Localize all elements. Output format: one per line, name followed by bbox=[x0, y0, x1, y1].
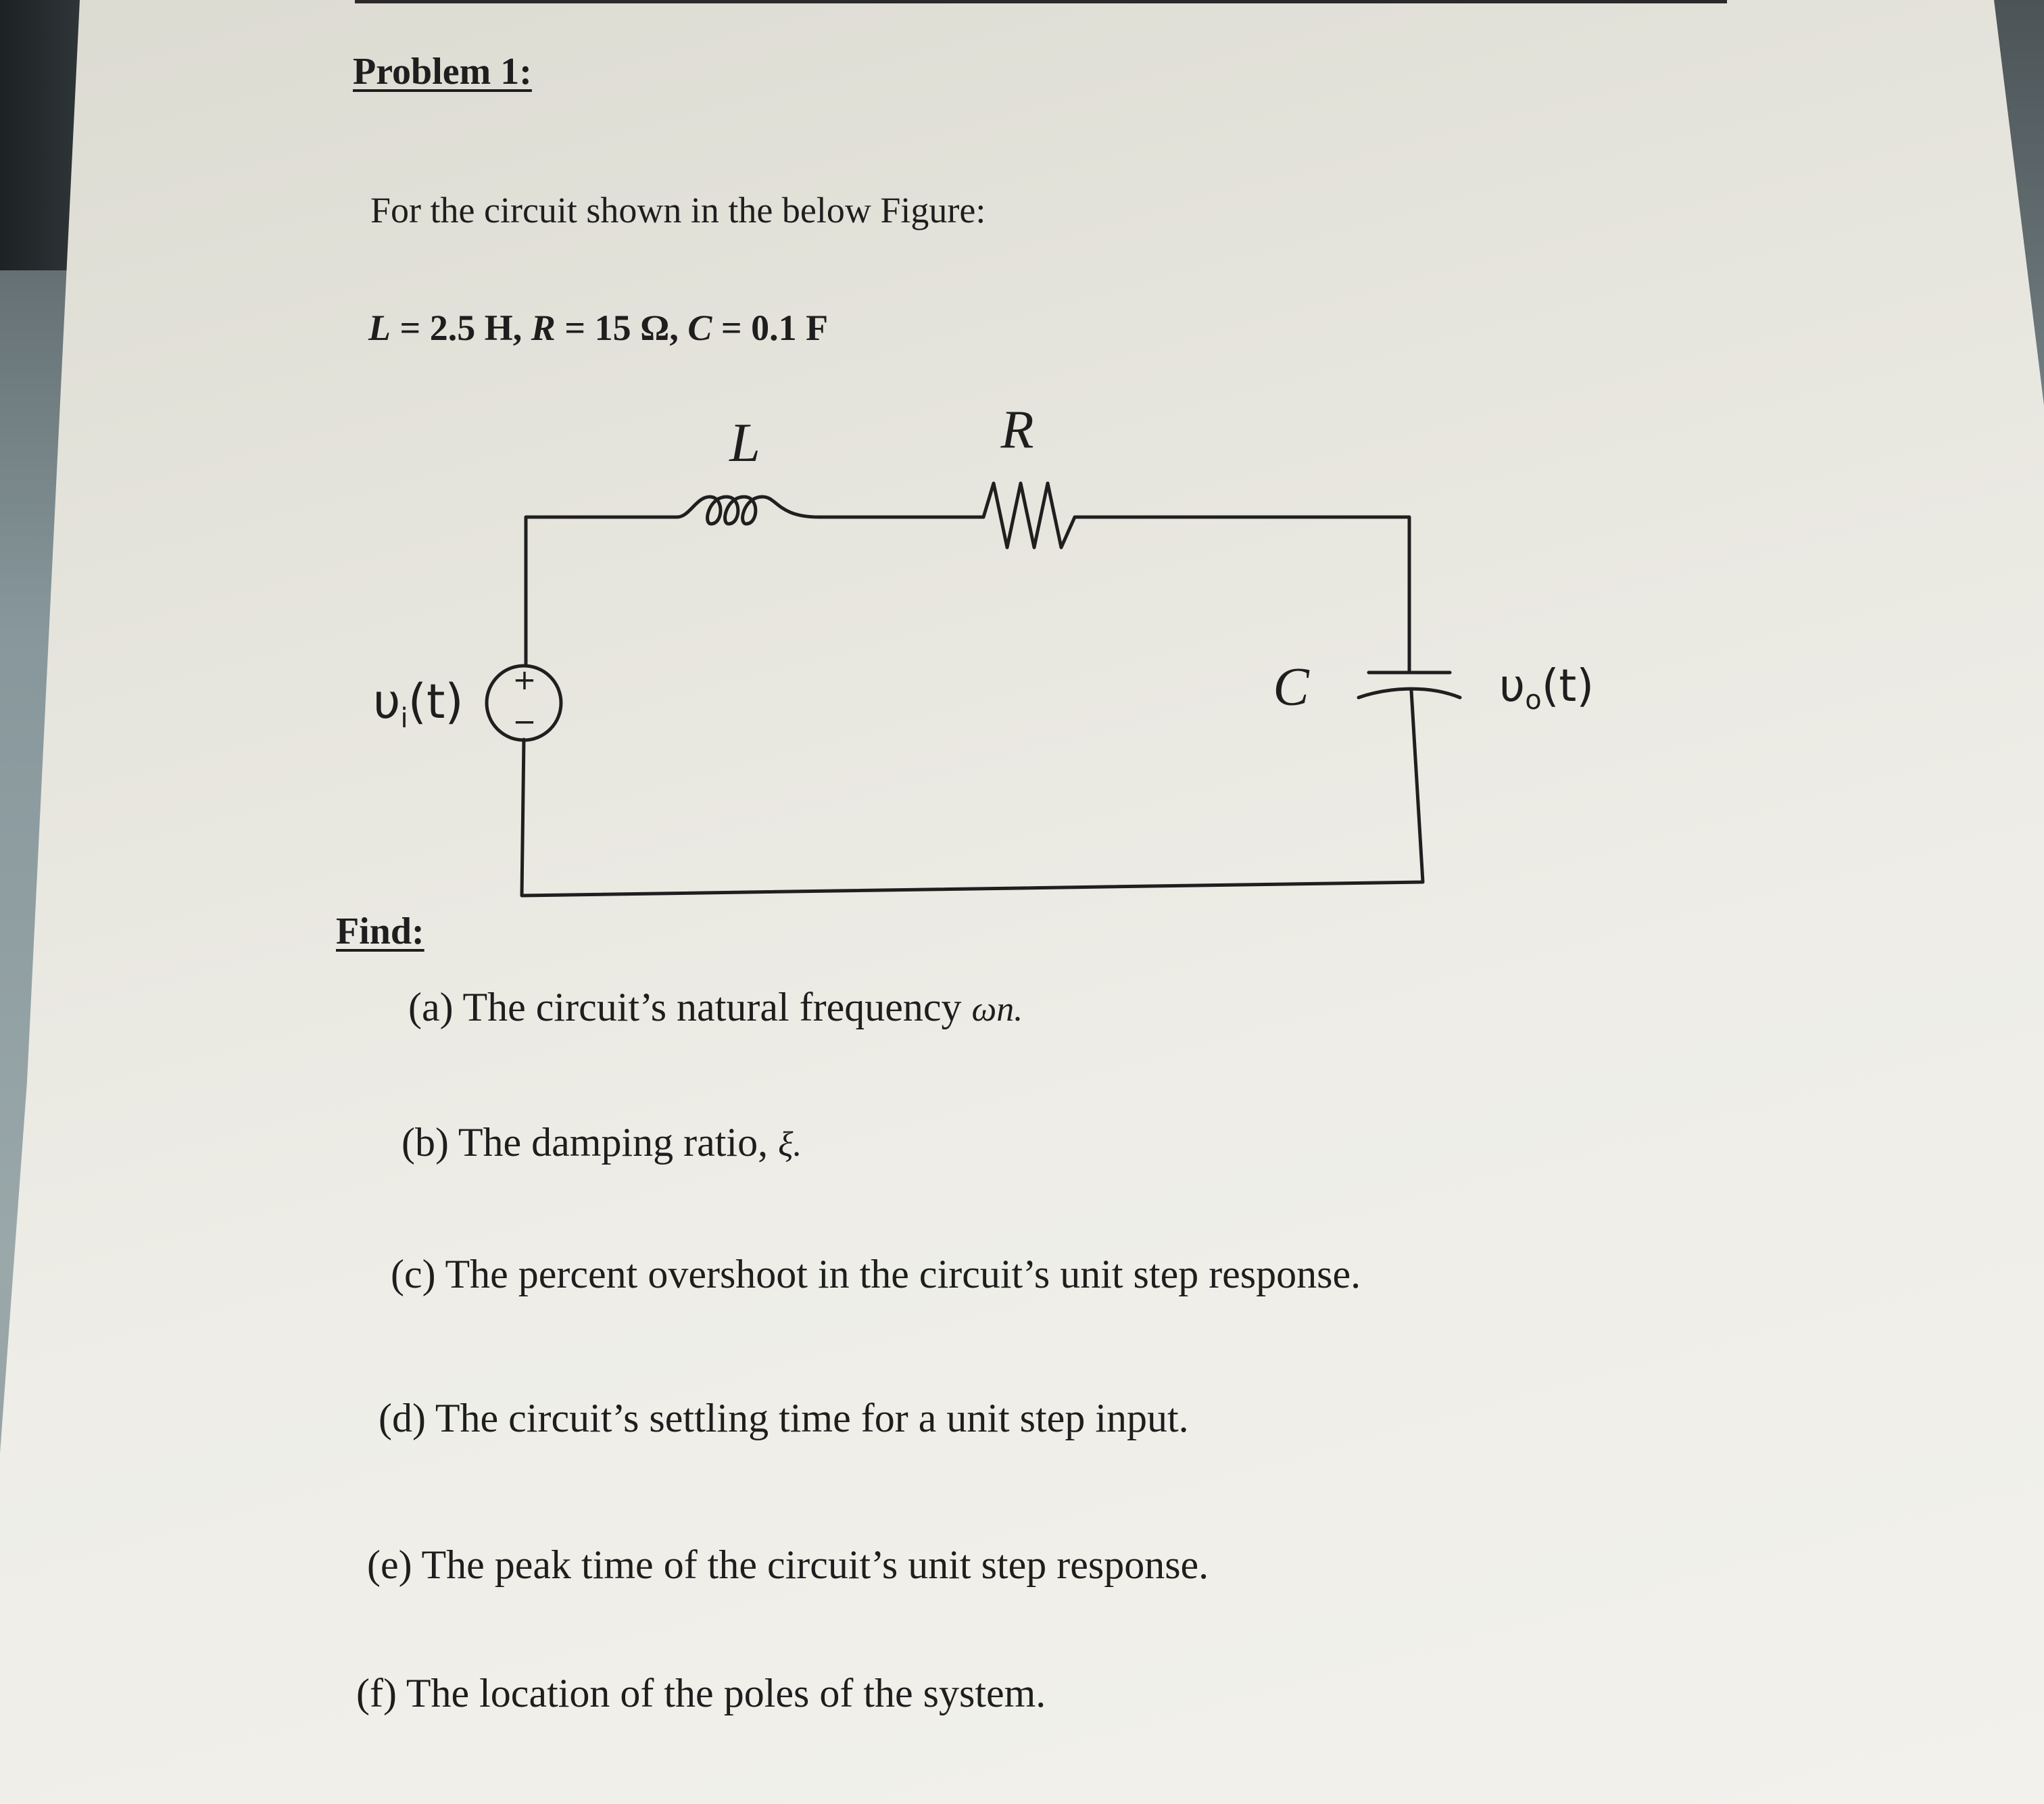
find-item-e: (e) The peak time of the circuit’s unit … bbox=[367, 1542, 1209, 1587]
find-item-a: (a) The circuit’s natural frequency ωn. bbox=[408, 987, 1023, 1027]
find-item-f: (f) The location of the poles of the sys… bbox=[356, 1671, 1046, 1715]
given-c-symbol: C bbox=[687, 308, 712, 348]
capacitor-bottom-plate bbox=[1357, 687, 1462, 700]
given-r-value: = 15 Ω, bbox=[555, 308, 688, 348]
capacitor-label: C bbox=[1273, 658, 1310, 717]
top-rule bbox=[355, 0, 1727, 3]
output-label-sub: o bbox=[1525, 685, 1541, 716]
given-c-value: = 0.1 F bbox=[712, 308, 829, 348]
inductor-label: L bbox=[729, 412, 760, 473]
wire-top-right bbox=[1093, 515, 1411, 675]
given-l-symbol: L bbox=[368, 308, 391, 348]
resistor-label: R bbox=[1000, 400, 1034, 460]
resistor-zigzag bbox=[963, 481, 1097, 550]
output-label-main: υ bbox=[1499, 660, 1525, 712]
find-item-a-symbol: ωn. bbox=[971, 990, 1023, 1029]
source-plus-sign: + bbox=[512, 663, 536, 696]
find-item-d: (d) The circuit’s settling time for a un… bbox=[379, 1396, 1189, 1440]
given-values: L = 2.5 H, R = 15 Ω, C = 0.1 F bbox=[368, 310, 828, 346]
source-minus-sign: − bbox=[512, 705, 536, 738]
source-label-main: υ bbox=[373, 674, 401, 729]
find-item-a-text: (a) The circuit’s natural frequency bbox=[408, 985, 972, 1029]
find-item-b-text: (b) The damping ratio, bbox=[402, 1120, 779, 1165]
problem-intro: For the circuit shown in the below Figur… bbox=[370, 190, 986, 230]
problem-heading: Problem 1: bbox=[353, 51, 532, 93]
find-heading: Find: bbox=[336, 910, 424, 952]
output-label-tail: (t) bbox=[1542, 660, 1594, 712]
given-l-value: = 2.5 H, bbox=[391, 308, 531, 348]
wire-left-top bbox=[524, 515, 679, 668]
voltage-source-circle bbox=[485, 664, 563, 742]
find-item-b-symbol: ξ. bbox=[778, 1125, 802, 1164]
source-label: υi(t) bbox=[373, 674, 464, 734]
source-label-tail: (t) bbox=[408, 674, 464, 729]
source-label-sub: i bbox=[401, 703, 408, 734]
given-r-symbol: R bbox=[531, 308, 556, 348]
inductor-coil bbox=[675, 495, 821, 526]
output-label: υo(t) bbox=[1499, 660, 1594, 716]
find-item-b: (b) The damping ratio, ξ. bbox=[402, 1122, 802, 1163]
find-item-c: (c) The percent overshoot in the circuit… bbox=[391, 1252, 1361, 1296]
wire-right-bottom bbox=[520, 689, 1425, 898]
